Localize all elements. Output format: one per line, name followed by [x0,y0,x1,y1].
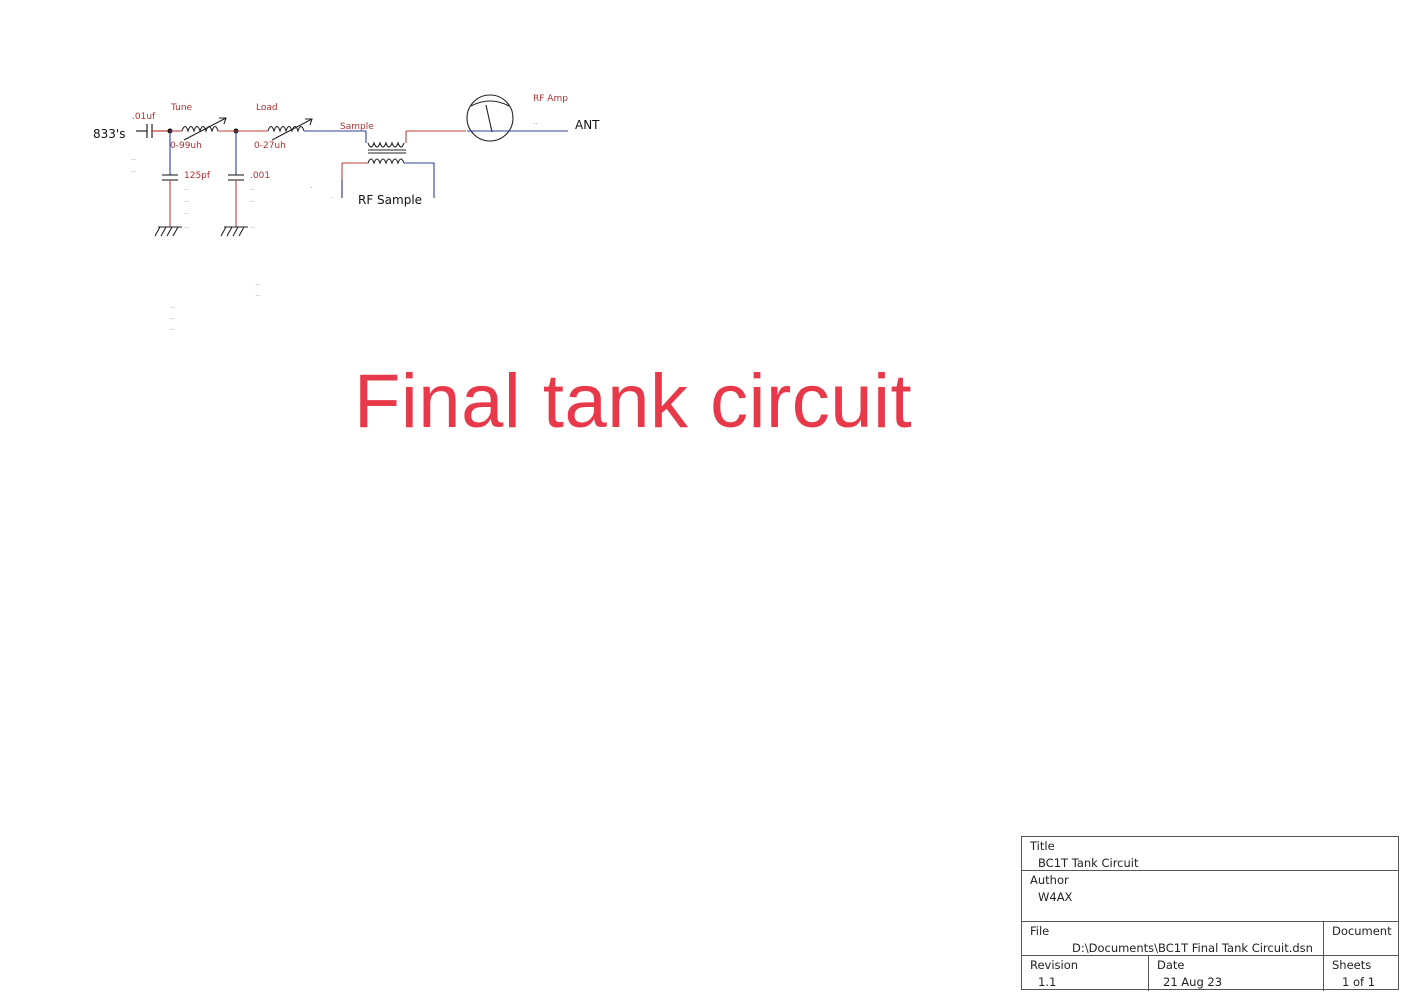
faint-markers: .... ........ ...... .... ...... .... [131,117,538,332]
tune-inductor-value: 0-99uh [170,141,202,151]
svg-text:..: .. [184,183,189,192]
antenna-label: ANT [575,118,600,132]
tune-shunt-capacitor [162,131,178,227]
tb-revision-row: Revision 1.1 Date 21 Aug 23 Sheets 1 of … [1022,956,1398,991]
svg-text:.: . [310,181,313,190]
svg-text:..: .. [255,289,260,298]
tank-circuit-schematic: 833's .01uf Tune 0-99uh Load 0-27uh 125p… [93,94,600,332]
tb-file-value: D:\Documents\BC1T Final Tank Circuit.dsn [1072,941,1313,955]
svg-text:..: .. [170,301,175,310]
load-inductor [236,118,366,141]
tb-file-label: File [1030,924,1050,938]
svg-text:..: .. [170,323,175,332]
ground-symbol-1 [154,226,182,237]
svg-text:..: .. [250,183,255,192]
rf-amp-label: RF Amp [533,94,568,104]
input-label: 833's [93,127,125,141]
tb-date-cell: Date 21 Aug 23 [1148,956,1323,991]
svg-text:..: .. [131,165,136,174]
svg-text:..: .. [184,207,189,216]
tune-cap-value: 125pf [184,171,211,181]
diagram-title: Final tank circuit [354,359,913,444]
tb-revision-cell: Revision 1.1 [1022,956,1148,991]
tb-author-value: W4AX [1038,890,1073,904]
title-block: Title BC1T Tank Circuit Author W4AX File… [1021,836,1399,991]
svg-text:..: .. [184,195,189,204]
tb-file-row: File D:\Documents\BC1T Final Tank Circui… [1022,922,1398,956]
coupling-capacitor [136,124,170,138]
svg-text:..: .. [250,195,255,204]
tb-file-cell: File D:\Documents\BC1T Final Tank Circui… [1022,922,1323,955]
tb-sheets-label: Sheets [1332,958,1372,972]
svg-text:.: . [331,191,334,200]
tb-author-label: Author [1030,873,1069,887]
load-cap-value: .001 [250,171,270,181]
svg-text:..: .. [184,221,189,230]
tb-document-label: Document [1332,924,1392,938]
tb-sheets-cell: Sheets 1 of 1 [1323,956,1398,991]
coupling-cap-value: .01uf [132,112,156,122]
svg-text:..: .. [255,278,260,287]
tb-sheets-value: 1 of 1 [1342,975,1376,989]
tune-inductor [170,117,236,141]
load-label: Load [256,103,278,113]
tb-document-cell: Document [1323,922,1398,955]
load-shunt-capacitor [228,131,244,227]
tb-author-row: Author W4AX [1022,871,1398,922]
sample-label: Sample [340,122,374,132]
tb-title-value: BC1T Tank Circuit [1038,856,1139,870]
load-inductor-value: 0-27uh [254,141,286,151]
svg-text:..: .. [131,153,136,162]
svg-text:..: .. [170,312,175,321]
svg-text:..: .. [533,117,538,126]
tb-title-label: Title [1030,839,1055,853]
ground-symbol-2 [220,226,248,237]
rf-sample-label: RF Sample [358,193,422,207]
tb-revision-label: Revision [1030,958,1079,972]
tb-date-value: 21 Aug 23 [1163,975,1223,989]
sample-transformer [341,130,466,198]
tune-label: Tune [170,103,193,113]
tb-revision-value: 1.1 [1038,975,1057,989]
tb-date-label: Date [1157,958,1185,972]
tb-title-row: Title BC1T Tank Circuit [1022,837,1398,871]
svg-text:..: .. [250,221,255,230]
rf-ammeter [466,94,568,142]
